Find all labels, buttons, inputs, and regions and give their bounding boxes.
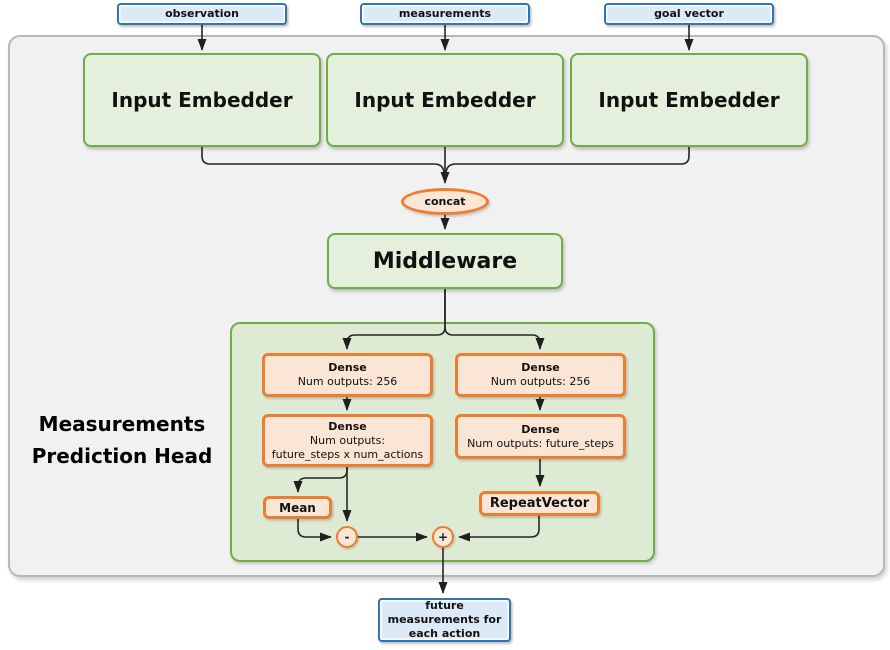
- dense-left-1: Dense Num outputs: 256: [262, 353, 433, 397]
- plus-symbol: +: [437, 530, 449, 544]
- input-embedder-2-label: Input Embedder: [354, 88, 536, 112]
- input-embedder-1: Input Embedder: [83, 53, 321, 147]
- input-embedder-2: Input Embedder: [326, 53, 564, 147]
- input-embedder-3: Input Embedder: [570, 53, 808, 147]
- repeat-vector-node: RepeatVector: [479, 491, 600, 516]
- repeat-vector-label: RepeatVector: [489, 496, 590, 511]
- input-box-measurements: measurements: [360, 3, 530, 25]
- dense-right-2: Dense Num outputs: future_steps: [455, 414, 626, 459]
- input-box-observation: observation: [117, 3, 287, 25]
- dense-right-2-name: Dense: [521, 422, 560, 436]
- dense-right-2-detail: Num outputs: future_steps: [467, 436, 614, 450]
- minus-symbol: -: [344, 530, 350, 544]
- dense-left-2-detail: Num outputs:: [309, 433, 386, 447]
- dense-left-2: Dense Num outputs: future_steps x num_ac…: [262, 414, 433, 467]
- middleware-node: Middleware: [327, 233, 563, 289]
- input-label-measurements: measurements: [398, 7, 492, 20]
- dense-left-2-name: Dense: [328, 419, 367, 433]
- head-section-title: Measurements Prediction Head: [31, 412, 213, 468]
- dense-left-2-detail2: future_steps x num_actions: [271, 447, 424, 461]
- minus-node: -: [336, 526, 358, 548]
- output-box: future measurements for each action: [378, 598, 511, 642]
- mean-label: Mean: [279, 500, 316, 515]
- concat-label: concat: [424, 195, 466, 208]
- input-label-observation: observation: [165, 7, 239, 20]
- input-box-goal-vector: goal vector: [604, 3, 774, 25]
- dense-right-1: Dense Num outputs: 256: [455, 353, 626, 397]
- middleware-label: Middleware: [372, 248, 518, 274]
- concat-node: concat: [401, 188, 489, 215]
- dense-left-1-detail: Num outputs: 256: [297, 375, 398, 388]
- dense-right-1-detail: Num outputs: 256: [490, 375, 591, 388]
- dense-left-1-name: Dense: [328, 361, 367, 374]
- mean-node: Mean: [263, 496, 332, 519]
- input-label-goal-vector: goal vector: [654, 7, 724, 20]
- plus-node: +: [432, 526, 454, 548]
- input-embedder-1-label: Input Embedder: [111, 88, 293, 112]
- output-label: future measurements for each action: [387, 599, 502, 640]
- input-embedder-3-label: Input Embedder: [598, 88, 780, 112]
- dense-right-1-name: Dense: [521, 361, 560, 374]
